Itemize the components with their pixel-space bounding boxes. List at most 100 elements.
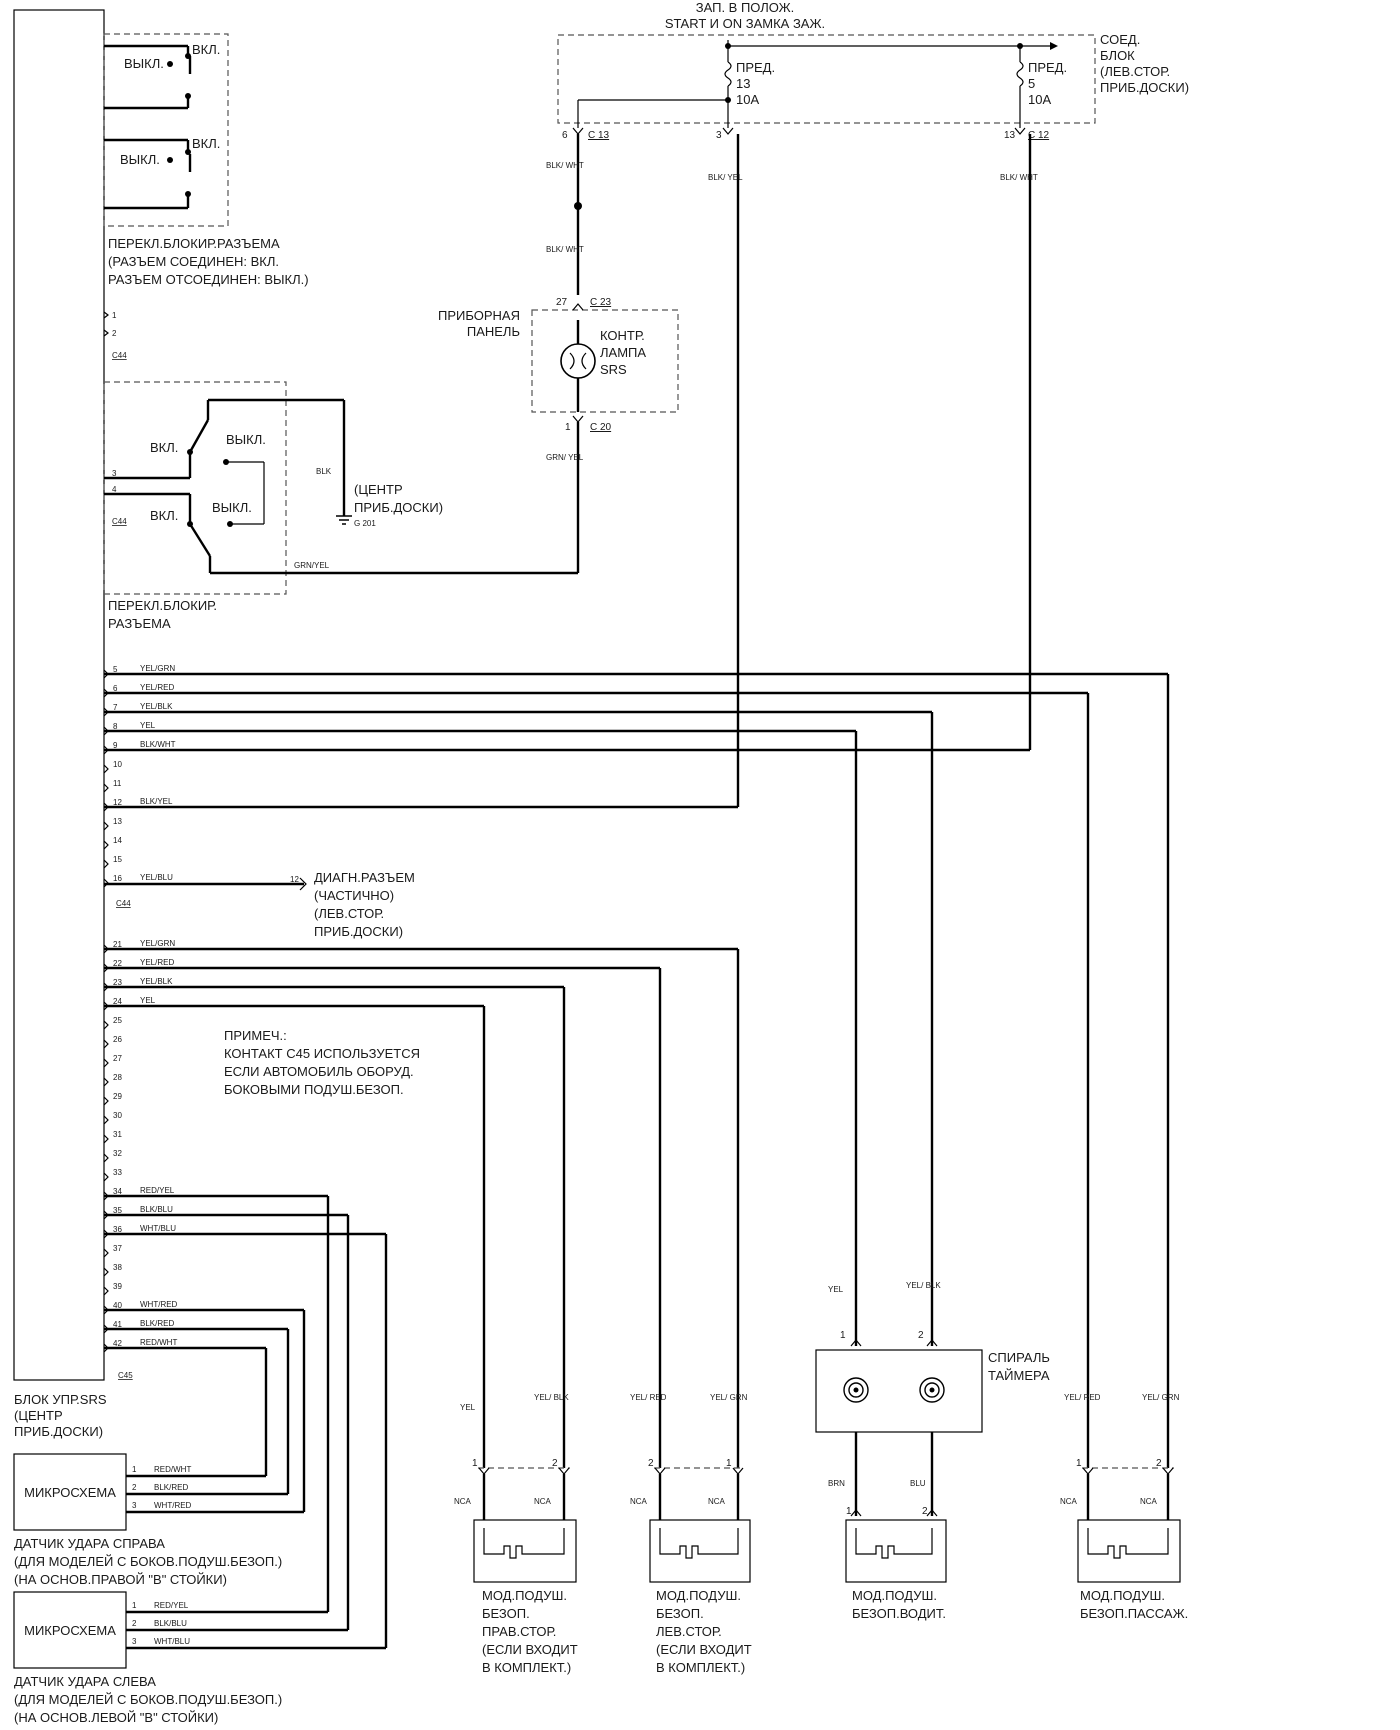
svg-text:2: 2 <box>552 1458 558 1469</box>
ground-label: (ЦЕНТР <box>354 482 403 497</box>
c45-pin-number: 39 <box>113 1282 122 1291</box>
svg-text:1: 1 <box>840 1330 846 1341</box>
sensor-right-chip-label: МИКРОСХЕМА <box>24 1485 116 1500</box>
fuse-box-label: СОЕД. <box>1100 32 1140 47</box>
sensor-right-pin-wire: RED/WHT <box>154 1465 191 1474</box>
c44-pin-wire: YEL/BLU <box>140 873 173 882</box>
c45-pin-number: 32 <box>113 1149 122 1158</box>
lock-switch-top-label: ПЕРЕКЛ.БЛОКИР.РАЗЪЕМА <box>108 236 280 251</box>
sensor-right-pin-wire: WHT/RED <box>154 1501 192 1510</box>
c44-pin-number: 12 <box>113 798 122 807</box>
svg-text:1: 1 <box>1076 1458 1082 1469</box>
lock-switch-bottom-label: ПЕРЕКЛ.БЛОКИР. <box>108 598 217 613</box>
svg-text:4: 4 <box>112 485 117 494</box>
svg-text:ВЫКЛ.: ВЫКЛ. <box>226 432 266 447</box>
c44-pin-wire: BLK/WHT <box>140 740 176 749</box>
svg-text:2: 2 <box>1156 1458 1162 1469</box>
svg-text:BLK/ WHT: BLK/ WHT <box>1000 173 1038 182</box>
lock-switch-4: ВКЛ. ВЫКЛ. <box>104 492 252 573</box>
fuse-box-label-2: БЛОК <box>1100 48 1135 63</box>
svg-text:2: 2 <box>112 329 117 338</box>
note-line-3: ЕСЛИ АВТОМОБИЛЬ ОБОРУД. <box>224 1064 414 1079</box>
svg-text:3: 3 <box>716 130 722 141</box>
c44-pin-number: 8 <box>113 722 118 731</box>
c45-pin-wire: YEL/GRN <box>140 939 175 948</box>
svg-text:YEL/ GRN: YEL/ GRN <box>710 1393 748 1402</box>
right-side-squib-icon <box>483 1528 565 1559</box>
svg-text:BLU: BLU <box>910 1479 926 1488</box>
c45-pin-number: 33 <box>113 1168 122 1177</box>
sensor-left-chip <box>13 1591 127 1669</box>
c44-pin-wire: YEL/RED <box>140 683 174 692</box>
svg-text:ПРЕД.: ПРЕД. <box>736 60 775 75</box>
svg-text:YEL/ BLK: YEL/ BLK <box>534 1393 569 1402</box>
svg-text:ВКЛ.: ВКЛ. <box>150 440 178 455</box>
svg-text:C 13: C 13 <box>588 130 610 141</box>
fuse-box-label-4: ПРИБ.ДОСКИ) <box>1100 80 1189 95</box>
svg-text:13: 13 <box>1004 130 1016 141</box>
sensor-right-pin-wire: BLK/RED <box>154 1483 188 1492</box>
svg-text:NCA: NCA <box>708 1497 726 1506</box>
sensor-left-label-2: (ДЛЯ МОДЕЛЕЙ С БОКОВ.ПОДУШ.БЕЗОП.) <box>14 1692 282 1707</box>
c45-pin-wire: BLK/BLU <box>140 1205 173 1214</box>
ground-icon <box>336 515 352 525</box>
left-side-module-label-4: (ЕСЛИ ВХОДИТ <box>656 1642 752 1657</box>
fuse-box-border <box>557 34 1096 124</box>
svg-text:ВКЛ.: ВКЛ. <box>192 136 220 151</box>
svg-text:YEL/ RED: YEL/ RED <box>1064 1393 1101 1402</box>
svg-text:GRN/ YEL: GRN/ YEL <box>546 453 584 462</box>
svg-text:2: 2 <box>922 1506 928 1517</box>
svg-text:3: 3 <box>112 469 117 478</box>
lock-switch-top-label-2: (РАЗЪЕМ СОЕДИНЕН: ВКЛ. <box>108 254 279 269</box>
svg-text:BLK/ YEL: BLK/ YEL <box>708 173 743 182</box>
svg-text:C44: C44 <box>112 351 127 360</box>
c45-pin-wire: WHT/BLU <box>140 1224 176 1233</box>
sensor-left-label-3: (НА ОСНОВ.ЛЕВОЙ "В" СТОЙКИ) <box>14 1710 218 1725</box>
c45-pin-number: 26 <box>113 1035 122 1044</box>
left-side-module-label-3: ЛЕВ.СТОР. <box>656 1624 722 1639</box>
left-side-module-box <box>649 1519 751 1583</box>
svg-text:YEL: YEL <box>828 1285 844 1294</box>
svg-text:NCA: NCA <box>1060 1497 1078 1506</box>
svg-text:C44: C44 <box>112 517 127 526</box>
right-side-module-label: МОД.ПОДУШ. <box>482 1588 567 1603</box>
svg-text:ВЫКЛ.: ВЫКЛ. <box>212 500 252 515</box>
svg-text:1: 1 <box>472 1458 478 1469</box>
c45-pin-number: 35 <box>113 1206 122 1215</box>
svg-text:BLK/ WHT: BLK/ WHT <box>546 161 584 170</box>
svg-text:1: 1 <box>565 422 571 433</box>
svg-text:YEL: YEL <box>460 1403 476 1412</box>
note-title: ПРИМЕЧ.: <box>224 1028 287 1043</box>
srs-unit-label-3: ПРИБ.ДОСКИ) <box>14 1424 103 1439</box>
right-side-module-label-4: (ЕСЛИ ВХОДИТ <box>482 1642 578 1657</box>
c44-pin-wire: YEL <box>140 721 156 730</box>
svg-text:G 201: G 201 <box>354 519 376 528</box>
c45-pin-number: 23 <box>113 978 122 987</box>
c45-pin-wire: YEL <box>140 996 156 1005</box>
svg-text:1: 1 <box>112 311 117 320</box>
c45-pin-number: 30 <box>113 1111 122 1120</box>
c45-pin-number: 40 <box>113 1301 122 1310</box>
sensor-left-pin-number: 1 <box>132 1601 137 1610</box>
c44-pin-number: 9 <box>113 741 118 750</box>
svg-text:27: 27 <box>556 297 568 308</box>
sensor-right-pin-number: 3 <box>132 1501 137 1510</box>
c44-pin-number: 11 <box>113 779 122 788</box>
passenger-module-box <box>1077 1519 1181 1583</box>
diag-label: ДИАГН.РАЗЪЕМ <box>314 870 415 885</box>
svg-text:2: 2 <box>648 1458 654 1469</box>
c45-pin-wire: YEL/RED <box>140 958 174 967</box>
driver-module-label: МОД.ПОДУШ. <box>852 1588 937 1603</box>
svg-text:12: 12 <box>290 875 299 884</box>
svg-text:ВКЛ.: ВКЛ. <box>192 42 220 57</box>
diag-label-4: ПРИБ.ДОСКИ) <box>314 924 403 939</box>
lock-switch-3: ВКЛ. ВЫКЛ. <box>104 398 344 525</box>
ignition-label: ЗАП. В ПОЛОЖ. <box>696 0 795 15</box>
svg-text:BLK: BLK <box>316 467 332 476</box>
srs-control-unit <box>13 9 105 1381</box>
driver-squib-icon <box>855 1528 933 1559</box>
svg-text:1: 1 <box>726 1458 732 1469</box>
c45-pin-number: 38 <box>113 1263 122 1272</box>
svg-text:YEL/ BLK: YEL/ BLK <box>906 1281 941 1290</box>
